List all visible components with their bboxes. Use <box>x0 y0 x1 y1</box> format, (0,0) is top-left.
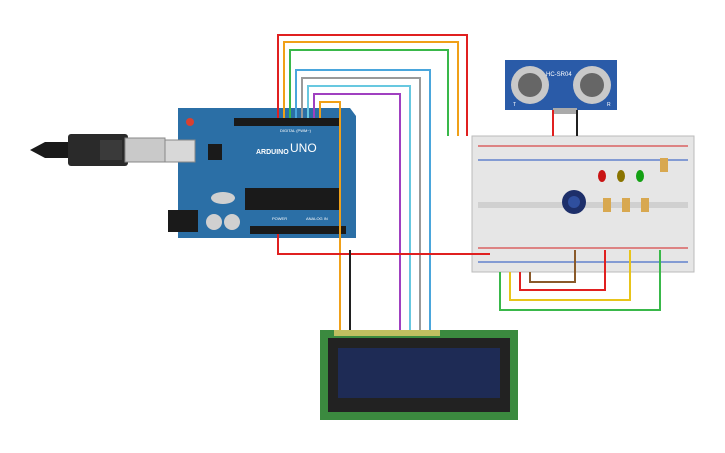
resistor-2 <box>622 198 630 212</box>
breadboard <box>471 135 695 273</box>
sensor-side-left: T <box>513 102 516 108</box>
resistor-3 <box>641 198 649 212</box>
resistor-1 <box>603 198 611 212</box>
arduino-brand: ARDUINO <box>256 149 289 156</box>
reset-button-icon[interactable] <box>186 118 194 126</box>
lcd-display <box>320 330 518 420</box>
usb-cable-icon <box>30 134 166 166</box>
resistor-4 <box>660 158 668 172</box>
arduino-board: ARDUINO UNO DIGITAL (PWM~) POWER ANALOG … <box>164 108 356 238</box>
arduino-model: UNO <box>290 141 317 155</box>
led-1 <box>598 170 606 182</box>
power-label: POWER <box>272 216 287 221</box>
sensor-side-right: R <box>607 102 611 108</box>
led-3 <box>636 170 644 182</box>
analog-label: ANALOG IN <box>306 216 328 221</box>
potentiometer-icon[interactable] <box>562 190 586 214</box>
sensor-model: HC-SR04 <box>546 72 572 78</box>
ultrasonic-sensor: HC-SR04 T R <box>505 60 617 114</box>
digital-label: DIGITAL (PWM~) <box>280 128 312 133</box>
wires <box>277 34 661 330</box>
led-2 <box>617 170 625 182</box>
